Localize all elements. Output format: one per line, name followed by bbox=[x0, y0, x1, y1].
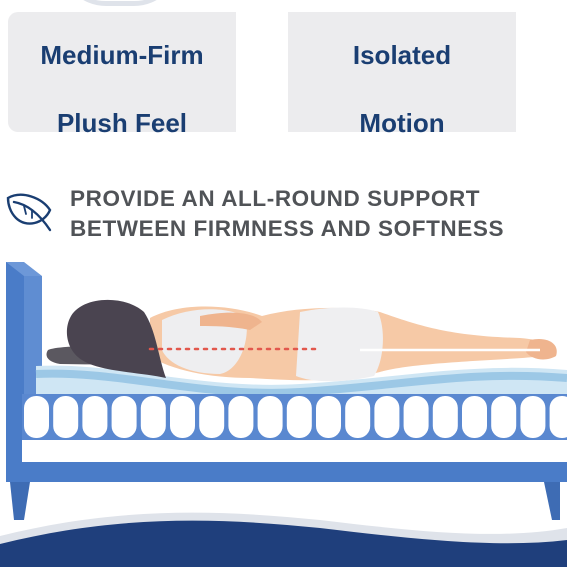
person-hand bbox=[526, 338, 557, 360]
spring-pocket bbox=[316, 396, 341, 438]
mattress-base bbox=[22, 440, 567, 462]
mattress-foam-wave bbox=[35, 369, 567, 397]
feature-card-line: Medium-Firm bbox=[40, 40, 204, 70]
feature-card-medium-firm: Medium-Firm Plush Feel bbox=[8, 12, 236, 138]
spring-pocket bbox=[24, 396, 49, 438]
headline-line-1: PROVIDE AN ALL-ROUND SUPPORT bbox=[70, 186, 481, 211]
bed-headboard-top bbox=[6, 262, 42, 276]
bed-headboard bbox=[6, 262, 24, 482]
bed-leg-right bbox=[544, 482, 560, 520]
spring-pocket bbox=[170, 396, 195, 438]
bottom-wave bbox=[0, 520, 567, 567]
headline-line-2: BETWEEN FIRMNESS AND SOFTNESS bbox=[70, 216, 505, 241]
spring-pocket bbox=[374, 396, 400, 438]
spring-pocket bbox=[228, 396, 254, 438]
spring-pocket bbox=[345, 396, 371, 438]
person-arm bbox=[200, 312, 262, 330]
leaf-icon bbox=[6, 193, 52, 232]
spring-pocket bbox=[199, 396, 225, 438]
spring-pocket bbox=[491, 396, 517, 438]
person-shorts bbox=[296, 307, 383, 382]
headline: PROVIDE AN ALL-ROUND SUPPORT BETWEEN FIR… bbox=[70, 184, 505, 244]
spring-pocket bbox=[257, 396, 283, 438]
spring-pocket bbox=[462, 396, 487, 438]
spring-pocket bbox=[520, 396, 546, 438]
feature-card-line: Isolated bbox=[352, 40, 452, 70]
spring-pocket bbox=[140, 396, 166, 438]
spring-pocket bbox=[403, 396, 429, 438]
spring-pocket bbox=[432, 396, 458, 438]
spring-pocket bbox=[82, 396, 108, 438]
bed-frame-rail bbox=[6, 462, 567, 482]
decorative-arc bbox=[60, 0, 180, 6]
spring-pocket bbox=[111, 396, 137, 438]
feature-card-isolated-motion: Isolated Motion bbox=[288, 12, 516, 138]
feature-card-line: Plush Feel bbox=[56, 108, 188, 138]
spring-pockets bbox=[24, 396, 567, 438]
mattress-foam bbox=[36, 365, 567, 400]
bed-leg-left bbox=[10, 482, 30, 520]
feature-card-line: Motion bbox=[359, 108, 445, 138]
spring-pocket bbox=[549, 396, 567, 438]
spring-pocket bbox=[286, 396, 312, 438]
person-hair bbox=[66, 299, 166, 378]
spring-pocket bbox=[53, 396, 79, 438]
